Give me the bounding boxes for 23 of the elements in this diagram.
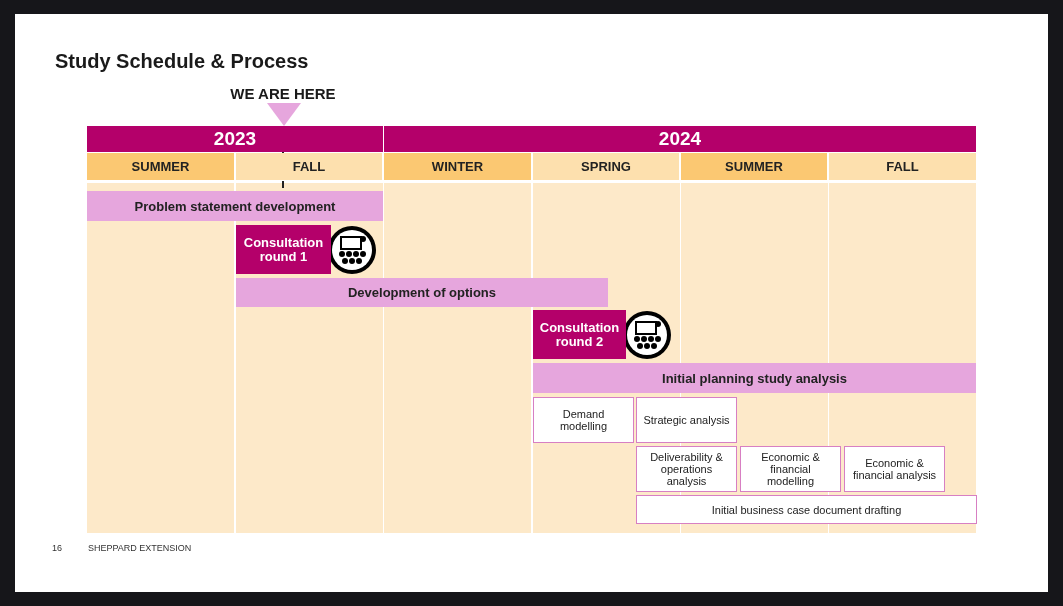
season-header: FALL	[829, 153, 976, 180]
season-header: SPRING	[533, 153, 679, 180]
season-header: SUMMER	[87, 153, 234, 180]
task-box: Strategic analysis	[636, 397, 737, 443]
slide-title: Study Schedule & Process	[55, 50, 310, 74]
consultation-bar: Consultation round 1	[236, 225, 331, 274]
task-box: Demand modelling	[533, 397, 634, 443]
year-header: 2024	[384, 126, 976, 152]
task-bar: Initial planning study analysis	[533, 363, 976, 393]
season-header: FALL	[236, 153, 382, 180]
task-box: Economic & financial analysis	[844, 446, 945, 492]
footer-text: SHEPPARD EXTENSION	[88, 543, 193, 555]
season-header: WINTER	[384, 153, 531, 180]
task-box: Economic & financial modelling	[740, 446, 841, 492]
task-bar: Problem statement development	[87, 191, 383, 221]
consultation-bar: Consultation round 2	[533, 310, 626, 359]
marker-label: WE ARE HERE	[229, 85, 337, 104]
task-box: Deliverability & operations analysis	[636, 446, 737, 492]
page-number: 16	[52, 543, 63, 555]
season-header: SUMMER	[681, 153, 827, 180]
task-box: Initial business case document drafting	[636, 495, 977, 524]
task-bar: Development of options	[236, 278, 608, 307]
year-header: 2023	[87, 126, 383, 152]
